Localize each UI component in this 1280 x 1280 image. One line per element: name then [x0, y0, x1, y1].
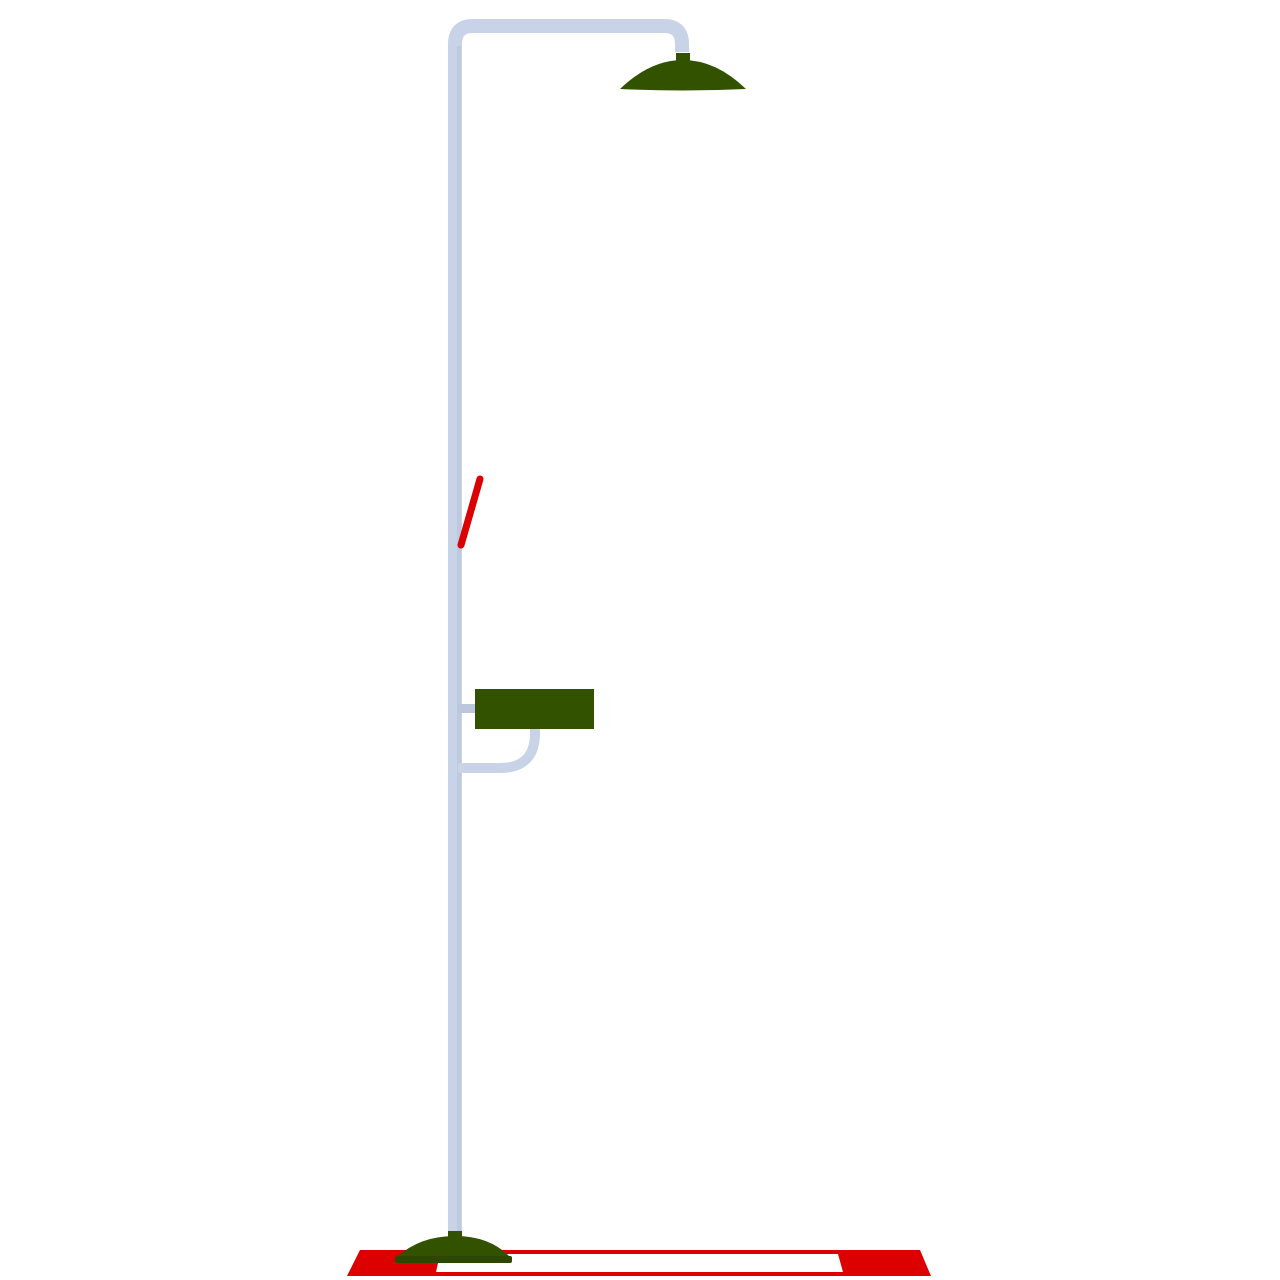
eyewash-bowl — [475, 689, 594, 729]
base-flange-dome — [397, 1236, 510, 1257]
shower-head-neck — [676, 53, 690, 63]
shower-head-dome — [620, 60, 746, 91]
eyewash-supply-pipe — [458, 726, 540, 773]
eyewash-connector — [457, 704, 477, 713]
shower-head — [620, 53, 746, 91]
eyewash-unit — [457, 689, 594, 773]
base-flange-rim — [395, 1256, 512, 1263]
main-vertical-pipe — [448, 19, 689, 1236]
base-flange-neck — [448, 1231, 462, 1239]
base-flange — [395, 1231, 512, 1263]
floor-marking-inner-area — [436, 1254, 843, 1272]
shower-pull-handle — [457, 475, 484, 549]
